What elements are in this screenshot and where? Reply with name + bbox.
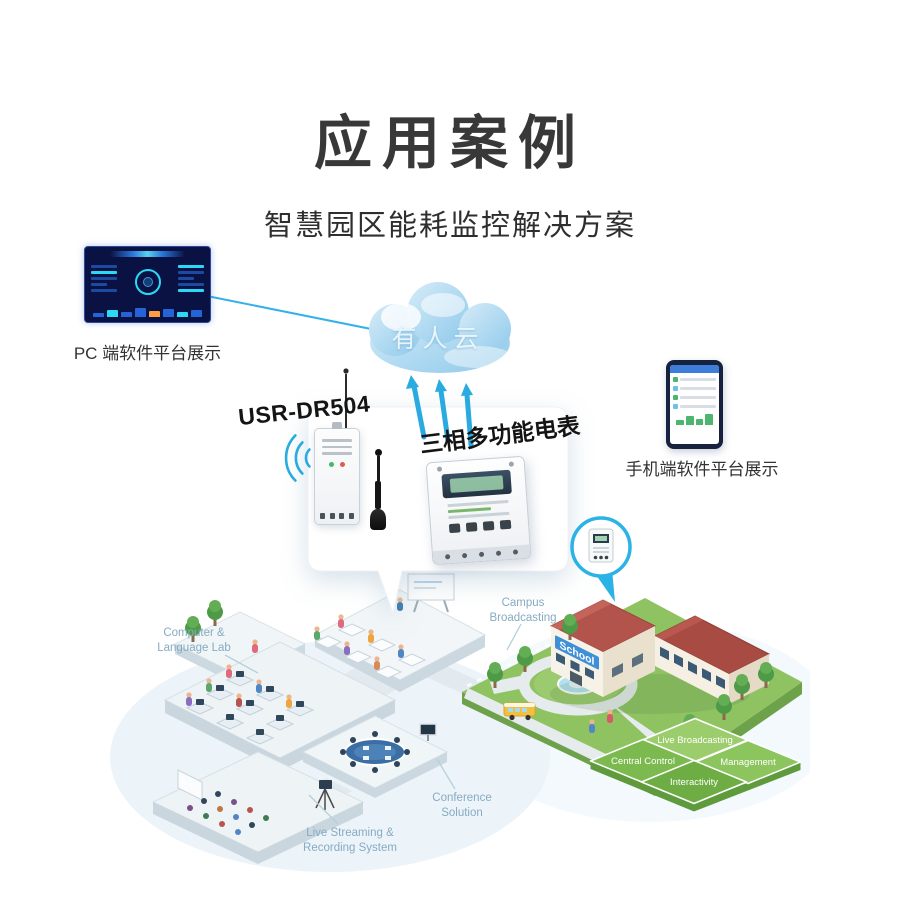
dashboard-bottom-bars: [93, 305, 202, 317]
app-mini-chart: [676, 413, 713, 425]
campus-illustration: School Live: [110, 573, 810, 872]
phone-platform-caption: 手机端软件平台展示: [625, 460, 779, 479]
antenna-base: [370, 509, 386, 530]
tile-interactivity: [640, 759, 748, 805]
app-list-row: [673, 395, 716, 400]
conference-chairs: [340, 731, 410, 773]
label-conference-solution: Conference Solution: [432, 792, 492, 819]
gateway-terminals: [315, 513, 359, 519]
gateway-led-indicators: [315, 461, 359, 467]
meter-lcd-screen: [441, 469, 512, 499]
auditorium-platform: [151, 751, 365, 864]
side-windows: [612, 653, 643, 678]
page-title: 应用案例: [313, 111, 586, 176]
gateway-front-panel: [322, 439, 352, 455]
wing-windows: [660, 646, 725, 689]
dashboard-right-panel: [178, 262, 204, 295]
school-door: [570, 670, 582, 687]
school-building-left-wing: School: [549, 599, 657, 697]
antenna-rod-lower: [375, 481, 381, 509]
label-computer-language-lab: Computer & Language Lab: [157, 627, 231, 654]
conference-screen: [419, 723, 437, 736]
app-list-row: [673, 377, 716, 382]
classroom-platform: [313, 573, 487, 692]
pc-dashboard-screenshot: [84, 246, 211, 323]
page-subtitle: 智慧园区能耗监控解决方案: [263, 210, 636, 242]
dashboard-gauge: [134, 269, 161, 295]
antenna-connector: [332, 422, 342, 429]
tile-label-interactivity: Interactivity: [670, 777, 718, 788]
pc-platform-caption: PC 端软件平台展示: [73, 344, 222, 363]
tile-label-live-broadcasting: Live Broadcasting: [657, 735, 733, 746]
conference-platform: [301, 715, 449, 798]
meter-buttons: [431, 519, 528, 535]
tile-label-management: Management: [720, 757, 776, 768]
antenna-rod-upper: [376, 456, 380, 481]
app-list-row: [673, 386, 716, 391]
whip-antenna: [369, 449, 387, 537]
label-campus-broadcasting: Campus Broadcasting: [489, 597, 557, 624]
cloud-label: 有人云: [391, 325, 485, 353]
cloud-icon: 有人云: [343, 275, 533, 387]
meter-lcd-display: [449, 475, 504, 493]
audience-seats: [187, 791, 269, 835]
phone-mockup: [666, 360, 723, 449]
solution-tiles: Live Broadcasting Central Control Manage…: [589, 717, 802, 812]
school-bus: [503, 702, 536, 721]
app-header-bar: [670, 365, 719, 373]
energy-meter-device: [425, 455, 532, 566]
laptops: [363, 746, 391, 760]
whiteboard: [407, 573, 455, 613]
gateway-device: [314, 422, 360, 525]
meter-location-pin: [570, 516, 632, 602]
tile-label-central-control: Central Control: [611, 756, 675, 767]
app-list-row: [673, 404, 716, 409]
label-live-streaming-recording: Live Streaming & Recording System: [303, 827, 397, 854]
antenna-tip: [374, 449, 382, 456]
school-building-right-wing: [653, 615, 771, 704]
meter-label-lines: [447, 499, 510, 520]
phone-app-screen: [670, 365, 719, 444]
dashboard-header-bar: [110, 251, 185, 257]
school-sign: [555, 635, 599, 670]
dashboard-left-panel: [91, 262, 117, 295]
pin-meter-icon: [588, 528, 614, 563]
